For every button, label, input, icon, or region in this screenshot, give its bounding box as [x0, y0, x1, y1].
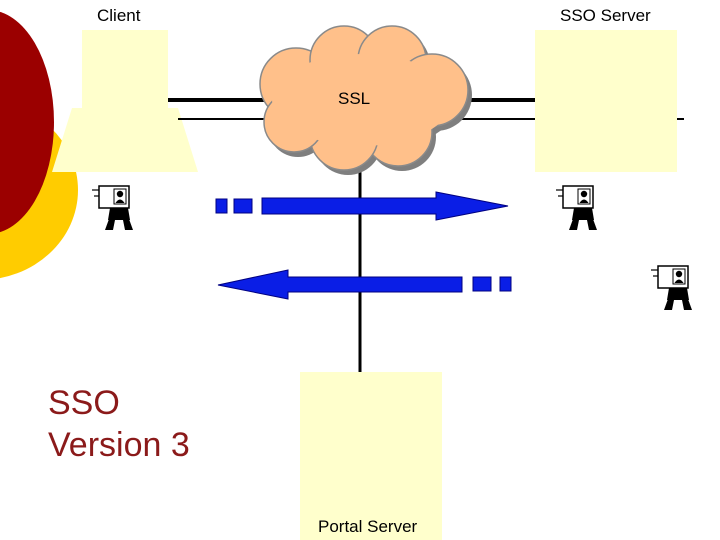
ssl-label: SSL [338, 89, 371, 108]
decor-arc-red [0, 11, 54, 233]
slide-title-line2: Version 3 [48, 426, 190, 464]
arrow-to-sso-server [215, 191, 509, 221]
client-label: Client [97, 6, 141, 25]
portal-server-label: Portal Server [318, 517, 418, 536]
badge-person-icon [555, 185, 598, 231]
client-computer [52, 30, 198, 172]
slide-title-line1: SSO [48, 384, 120, 422]
sso-server-label: SSO Server [560, 6, 651, 25]
arrow-to-client [217, 269, 512, 300]
badge-person-icon [91, 185, 134, 231]
sso-server-box [535, 30, 677, 172]
badge-person-icon [650, 265, 693, 311]
portal-server-box [300, 372, 442, 540]
ssl-cloud [259, 25, 472, 175]
slide-title: SSO Version 3 [48, 382, 190, 466]
